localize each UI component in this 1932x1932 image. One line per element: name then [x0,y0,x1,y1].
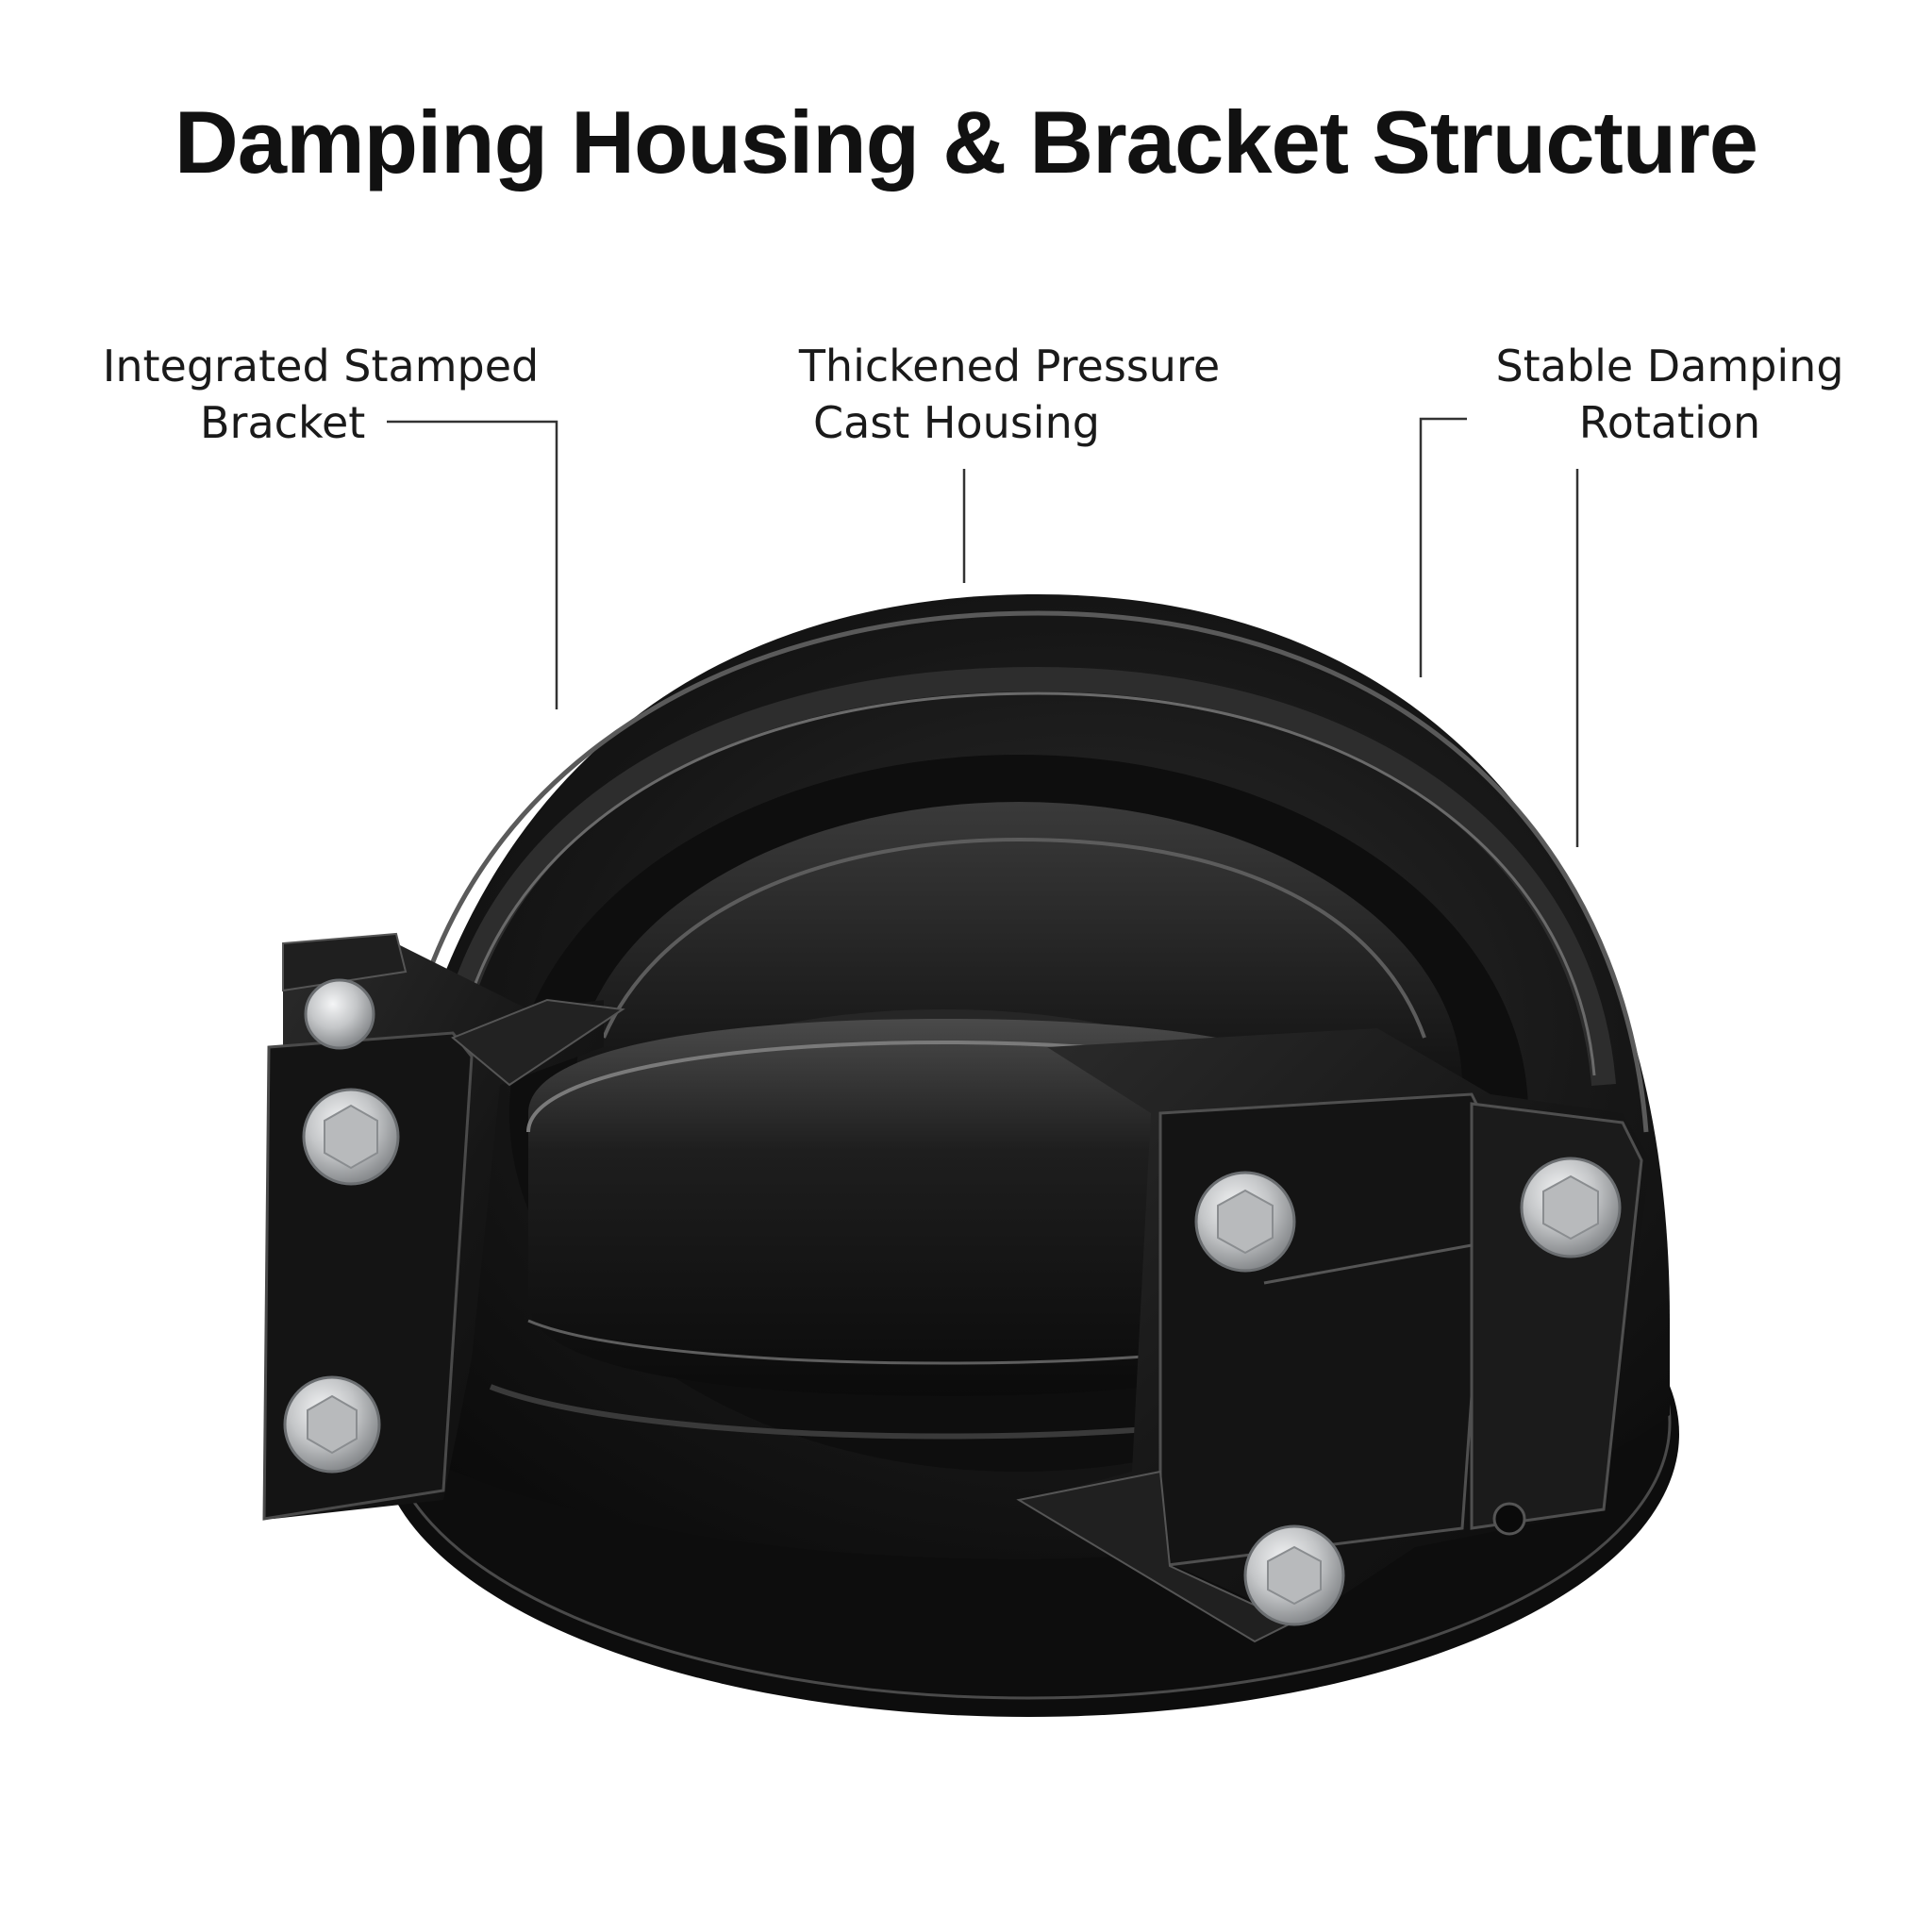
bolt-icon [302,1088,400,1186]
page-title: Damping Housing & Bracket Structure [174,92,1758,192]
bolt-icon [1520,1157,1622,1258]
bolt-icon [1243,1524,1345,1626]
callout-stable-damping-rotation: Stable Damping Rotation [1472,338,1868,451]
callout-integrated-stamped-bracket: Integrated Stamped Bracket [94,338,547,451]
callout-right-line2: Rotation [1578,397,1761,448]
callout-thickened-pressure-cast-housing: Thickened Pressure Cast Housing [774,338,1245,451]
bolt-icon [283,1375,381,1474]
bolt-icon [304,978,375,1050]
callout-right-line1: Stable Damping [1495,341,1844,391]
bolt-icon [1194,1171,1296,1273]
callout-left-line2: Bracket [200,397,366,448]
callout-center-line1: Thickened Pressure [798,341,1221,391]
callout-center-line2: Cast Housing [813,397,1100,448]
callout-left-line1: Integrated Stamped [102,341,540,391]
